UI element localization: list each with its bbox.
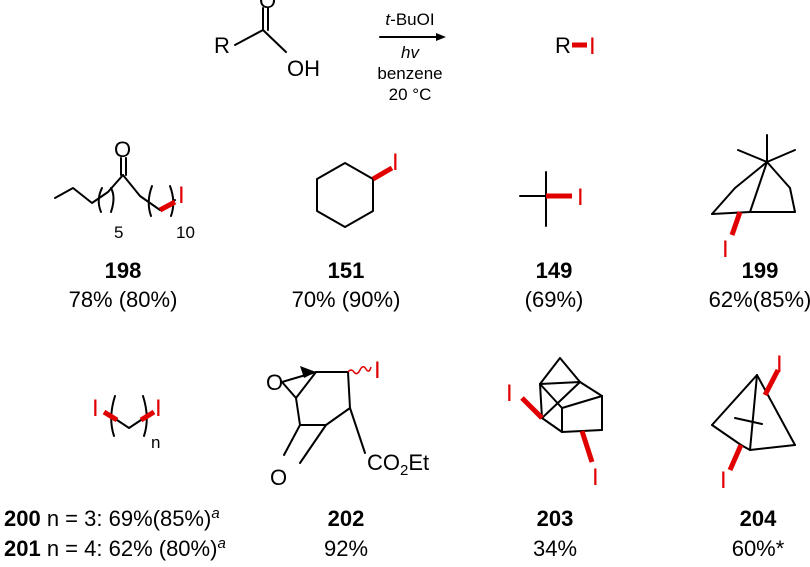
structure-151: I xyxy=(316,149,399,228)
203-i-lower-label: I xyxy=(592,464,599,491)
compound-204-number: 204 xyxy=(740,506,777,531)
compound-201-footnote: a xyxy=(217,535,225,552)
204-i-upper-label: I xyxy=(776,351,783,378)
structure-200-201: I I n xyxy=(92,395,162,452)
structure-199: I xyxy=(711,134,796,263)
product-r-label: R xyxy=(555,33,571,58)
200-i-right-label: I xyxy=(155,395,162,422)
product-i-label: I xyxy=(589,33,596,60)
compound-203-yield: 34% xyxy=(533,536,577,561)
202-i-label: I xyxy=(374,357,381,384)
compound-149-yield: (69%) xyxy=(525,287,584,312)
reactant-oh-label: OH xyxy=(287,56,320,81)
200-subscript-n: n xyxy=(151,433,160,452)
149-i-label: I xyxy=(577,184,584,211)
solvent-label: benzene xyxy=(377,64,442,83)
200-i-left-label: I xyxy=(92,395,99,422)
compound-151-number: 151 xyxy=(328,258,365,283)
compound-149-number: 149 xyxy=(536,258,573,283)
temperature-label: 20 °C xyxy=(389,85,432,104)
compound-151-yield: 70% (90%) xyxy=(292,287,401,312)
structure-203: I I xyxy=(506,357,603,491)
204-i-lower-label: I xyxy=(720,467,727,494)
iodide-product: R I xyxy=(555,33,596,60)
compound-200-footnote: a xyxy=(211,505,219,522)
compound-201-number: 201 xyxy=(4,536,41,561)
reactant-r-label: R xyxy=(214,33,230,58)
structure-198: O I 5 10 xyxy=(54,137,195,242)
compound-198-yield: 78% (80%) xyxy=(69,287,178,312)
compound-204-yield: 60%* xyxy=(732,536,785,561)
compound-199-yield: 62%(85%) xyxy=(709,287,810,312)
reaction-conditions: t-BuOI hv benzene 20 °C xyxy=(377,10,442,104)
199-i-label: I xyxy=(722,236,729,263)
reactant-o-label: O xyxy=(259,0,276,13)
151-i-label: I xyxy=(392,149,399,176)
compound-200-number: 200 xyxy=(4,506,41,531)
structure-149: I xyxy=(519,171,584,227)
203-i-upper-label: I xyxy=(506,380,513,407)
compound-199-number: 199 xyxy=(742,258,779,283)
light-label: hv xyxy=(401,43,420,62)
carboxylic-acid-reactant: R O OH xyxy=(214,0,320,81)
compound-200-yield: n = 3: 69%(85%) xyxy=(41,506,212,531)
202-ester-label: CO2Et xyxy=(367,450,429,479)
compound-198-number: 198 xyxy=(105,258,142,283)
202-o-lower-label: O xyxy=(270,465,287,490)
reagent-label: t-BuOI xyxy=(385,10,434,29)
198-o-label: O xyxy=(114,137,131,162)
compound-201-line: 201 n = 4: 62% (80%)a xyxy=(4,535,226,561)
reaction-arrow xyxy=(379,33,446,41)
structure-204: I I xyxy=(711,351,796,494)
compound-200-line: 200 n = 3: 69%(85%)a xyxy=(4,505,220,531)
compound-202-yield: 92% xyxy=(324,536,368,561)
compound-201-yield: n = 4: 62% (80%) xyxy=(41,536,218,561)
structure-202: O O I CO2Et xyxy=(266,357,429,490)
compound-202-number: 202 xyxy=(328,506,365,531)
198-subscript-10: 10 xyxy=(176,223,195,242)
202-o-upper-label: O xyxy=(266,370,283,395)
198-subscript-5: 5 xyxy=(114,223,123,242)
compound-203-number: 203 xyxy=(537,506,574,531)
198-i-label: I xyxy=(178,182,185,209)
